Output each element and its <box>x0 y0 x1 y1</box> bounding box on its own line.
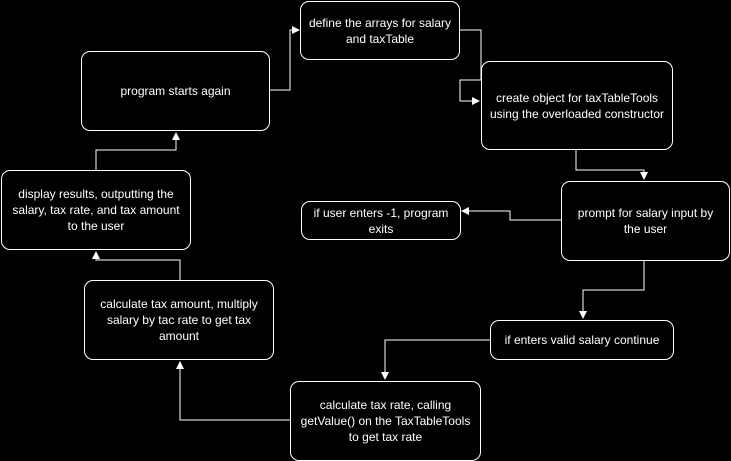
edge-valid-to-taxrate <box>381 339 490 380</box>
edge-prompt-to-exit <box>461 207 561 221</box>
edge-taxrate-to-taxamount <box>176 361 290 421</box>
node-calc-tax-rate-label: calculate tax rate, calling getValue() o… <box>300 398 471 444</box>
node-program-restart: program starts again <box>81 51 270 131</box>
edge-restart-to-define <box>270 26 300 91</box>
node-create-object: create object for taxTableTools using th… <box>481 61 673 150</box>
node-prompt-salary: prompt for salary input by the user <box>561 181 730 261</box>
node-display-results-label: display results, outputting the salary, … <box>12 187 180 233</box>
node-define-arrays-label: define the arrays for salary and taxTabl… <box>308 15 452 46</box>
node-program-restart-label: program starts again <box>120 84 231 98</box>
edge-define-to-create <box>459 29 482 105</box>
node-valid-salary: if enters valid salary continue <box>490 320 674 360</box>
edge-display-to-restart <box>95 132 180 170</box>
node-prompt-salary-label: prompt for salary input by the user <box>577 206 714 236</box>
edge-create-to-prompt <box>575 150 648 180</box>
node-calc-tax-amount: calculate tax amount, multiply salary by… <box>84 280 274 360</box>
node-calc-tax-amount-label: calculate tax amount, multiply salary by… <box>100 297 258 343</box>
node-create-object-label: create object for taxTableTools using th… <box>489 90 665 121</box>
node-user-exit-label: if user enters -1, program exits <box>313 205 449 236</box>
node-display-results: display results, outputting the salary, … <box>1 170 191 250</box>
node-define-arrays: define the arrays for salary and taxTabl… <box>300 1 460 60</box>
edge-taxamount-to-display <box>92 251 181 280</box>
edge-prompt-to-valid <box>579 261 645 319</box>
node-calc-tax-rate: calculate tax rate, calling getValue() o… <box>290 381 481 461</box>
node-user-exit: if user enters -1, program exits <box>301 201 461 240</box>
node-valid-salary-label: if enters valid salary continue <box>504 333 660 347</box>
